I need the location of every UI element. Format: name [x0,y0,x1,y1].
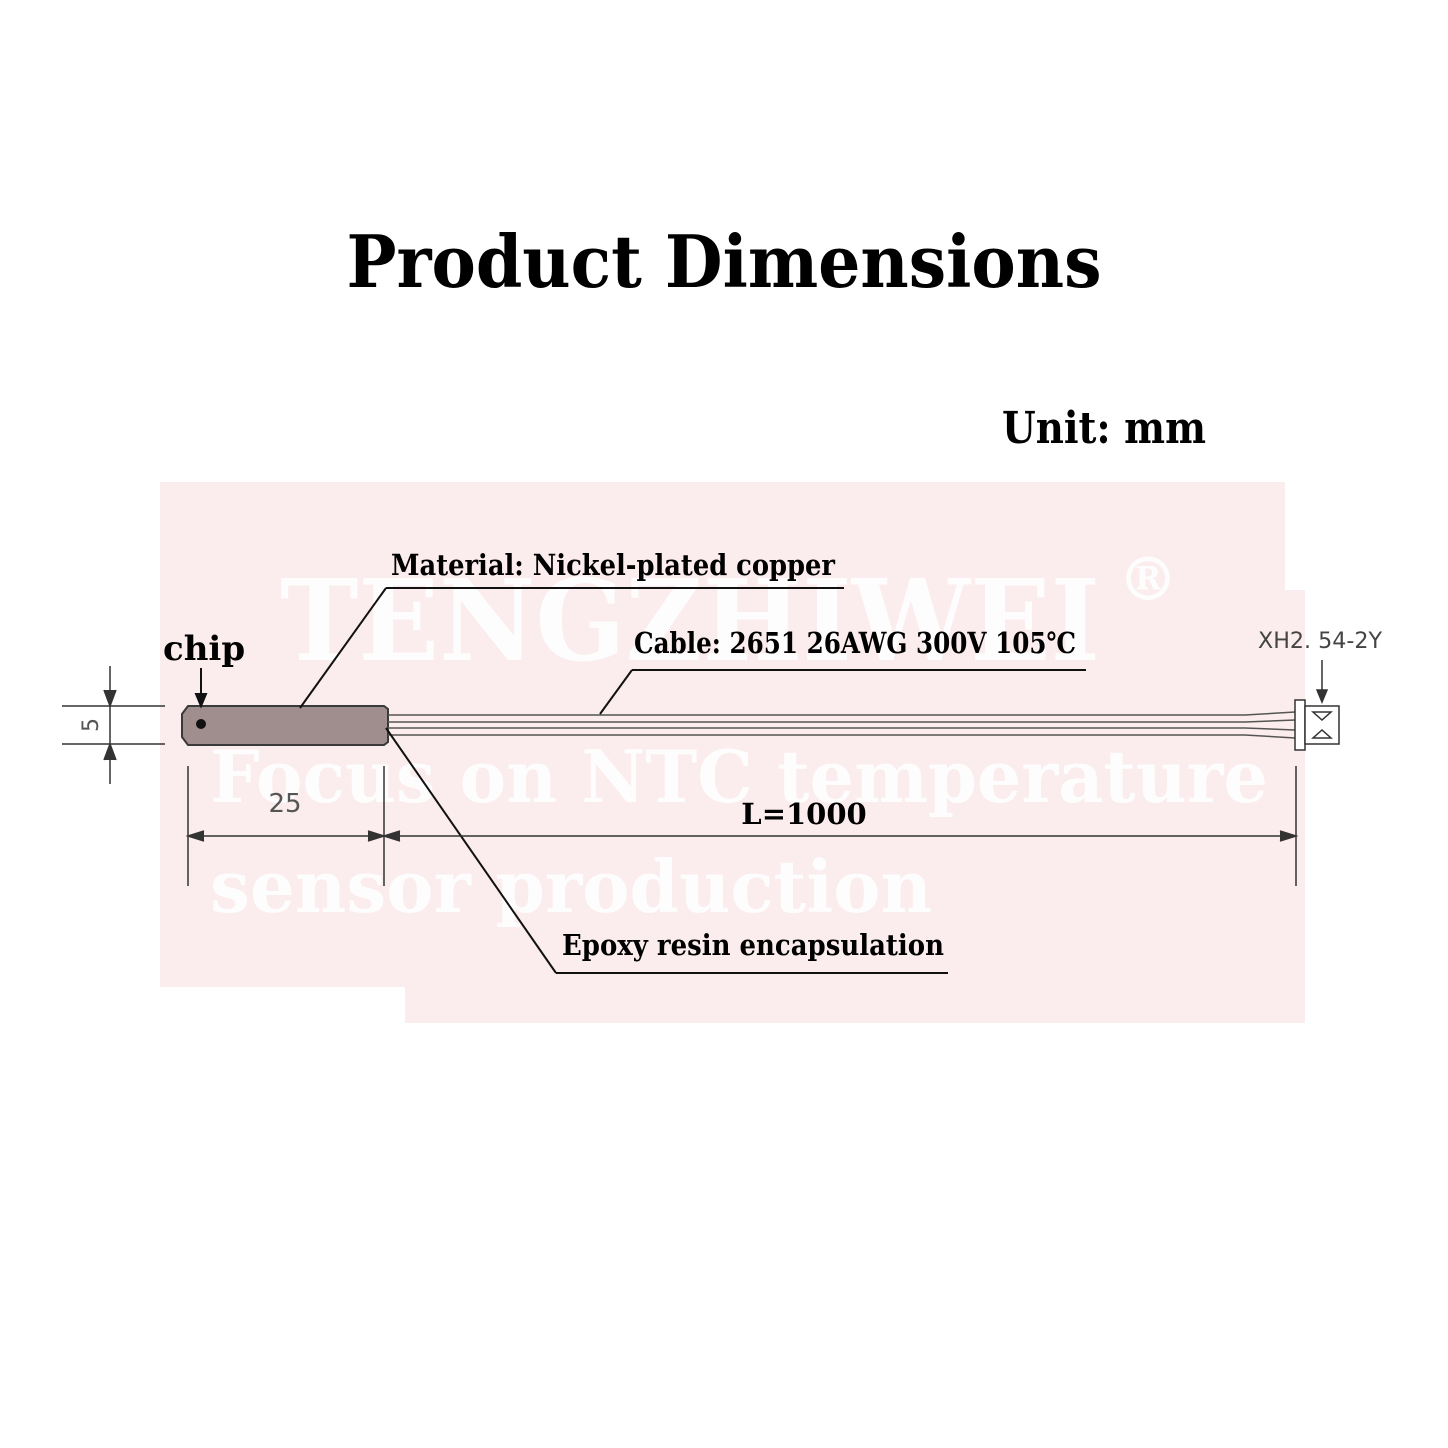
epoxy-leader [385,727,948,974]
connector-label: XH2. 54-2Y [1258,629,1383,654]
chip-label: chip [163,629,245,669]
cable-length-value: L=1000 [741,797,866,831]
chip-arrow [194,668,208,709]
page-title: Product Dimensions [347,219,1102,304]
cable-leader [599,669,1086,715]
unit-label: Unit: mm [1002,403,1206,454]
watermark-panel-lower [405,985,1305,1023]
watermark-brand: TENGZHIWEI [280,556,1100,687]
connector-arrow [1315,660,1329,704]
watermark-line2: sensor production [210,844,932,929]
diameter-dimension [62,666,165,784]
connector [1294,699,1340,751]
probe-length-value: 25 [268,789,301,819]
diameter-value: 5 [79,718,104,732]
cable-label: Cable: 2651 26AWG 300V 105℃ [634,626,1076,660]
watermark-line1: Focus on NTC temperature [210,734,1268,819]
length-dimension [185,766,1299,886]
chip-dot [196,719,206,729]
probe [181,705,389,746]
probe-body [181,705,389,746]
watermark-registered: ® [1118,545,1178,615]
material-label: Material: Nickel-plated copper [391,548,836,582]
epoxy-label: Epoxy resin encapsulation [562,928,944,962]
cable [388,711,1296,739]
material-leader [299,587,844,709]
watermark-panel-right [1283,590,1305,1020]
